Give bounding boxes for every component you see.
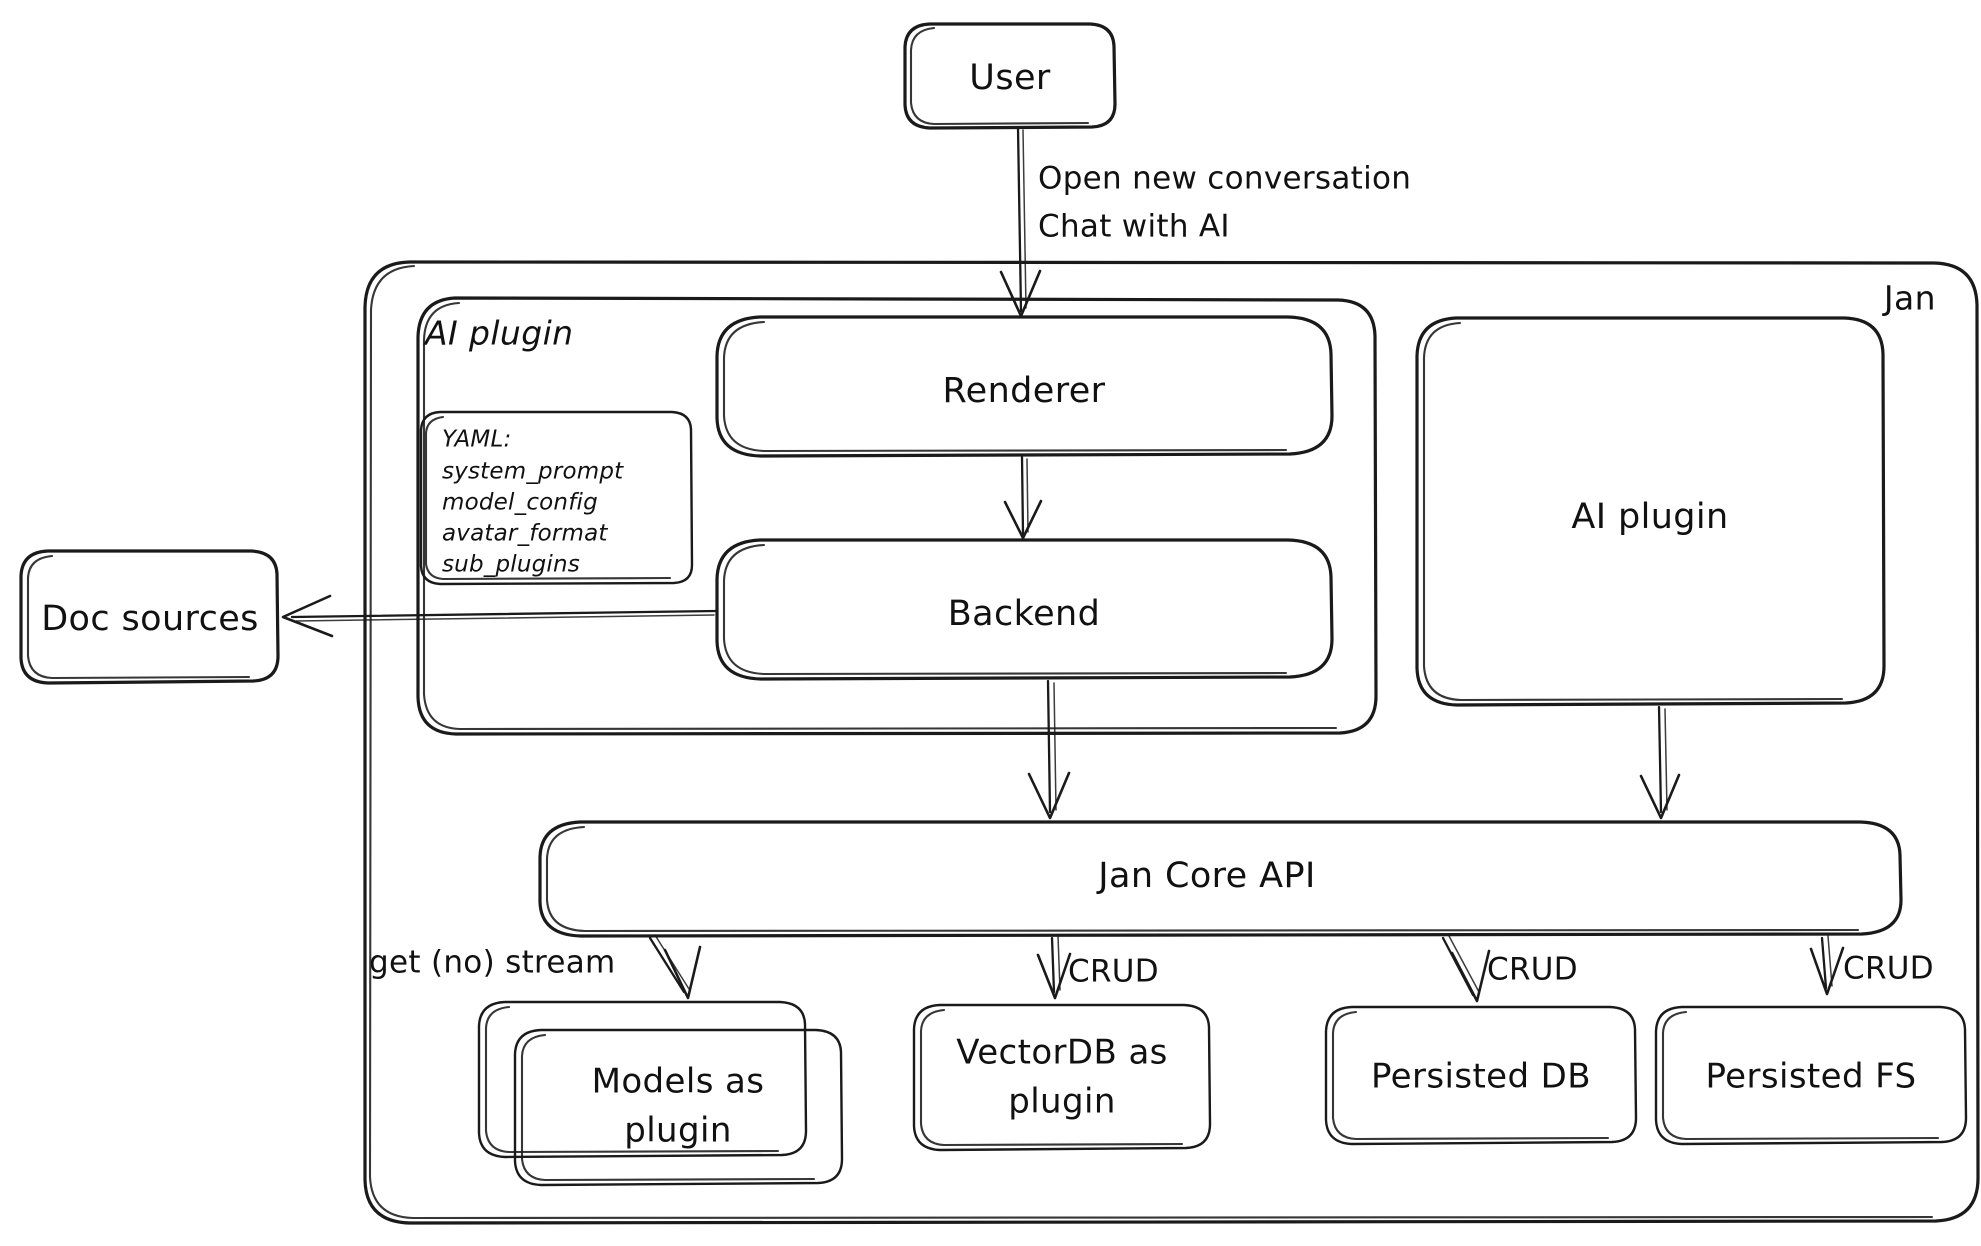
node-user-label: User xyxy=(969,58,1051,98)
container-ai-plugin-group xyxy=(416,296,1378,736)
node-persisted-fs-box[interactable] xyxy=(1654,1005,1968,1146)
node-user-box[interactable] xyxy=(903,22,1117,130)
node-vectordb-label-line2: plugin xyxy=(1008,1082,1116,1122)
node-doc-sources-box[interactable] xyxy=(19,549,280,685)
edge-label-chat-with-ai: Chat with AI xyxy=(1038,209,1230,245)
node-jan-core-api-label: Jan Core API xyxy=(1096,856,1315,896)
edge-label-open-new-conversation: Open new conversation xyxy=(1038,161,1411,197)
edge-label-crud-vectordb: CRUD xyxy=(1068,954,1159,990)
node-persisted-fs-label: Persisted FS xyxy=(1705,1057,1916,1097)
node-models-label-line2: plugin xyxy=(624,1111,732,1151)
node-vectordb-box[interactable] xyxy=(912,1003,1212,1152)
node-ai-plugin-label: AI plugin xyxy=(1571,497,1728,537)
edge-api-to-persisted-db xyxy=(1441,935,1491,1003)
node-models-box[interactable] xyxy=(477,1000,844,1187)
node-backend-box[interactable] xyxy=(715,538,1334,681)
container-ai-plugin-label: AI plugin xyxy=(423,314,573,353)
edge-backend-to-doc-sources xyxy=(281,594,718,638)
yaml-key-sub-plugins: sub_plugins xyxy=(442,552,580,578)
edge-label-get-no-stream: get (no) stream xyxy=(369,945,616,981)
node-models-label-line1: Models as xyxy=(592,1062,765,1102)
edge-api-to-vectordb xyxy=(1036,935,1072,1000)
node-persisted-db-box[interactable] xyxy=(1324,1005,1638,1146)
yaml-key-system-prompt: system_prompt xyxy=(442,459,624,485)
yaml-key-model-config: model_config xyxy=(442,490,598,516)
edge-label-crud-persisted-db: CRUD xyxy=(1487,952,1578,988)
node-persisted-db-label: Persisted DB xyxy=(1371,1057,1591,1097)
node-jan-core-api-box[interactable] xyxy=(538,820,1903,938)
node-ai-plugin-box[interactable] xyxy=(1415,316,1886,707)
node-vectordb-label-line1: VectorDB as xyxy=(956,1033,1168,1073)
edge-user-to-renderer xyxy=(999,126,1042,318)
edge-ai-plugin-to-jan-core-api xyxy=(1639,705,1681,820)
container-jan xyxy=(363,260,1980,1225)
edge-api-to-models xyxy=(648,934,702,1000)
yaml-key-avatar-format: avatar_format xyxy=(442,521,608,547)
node-renderer-box[interactable] xyxy=(715,315,1334,458)
edge-label-crud-persisted-fs: CRUD xyxy=(1843,951,1934,987)
yaml-heading: YAML: xyxy=(442,427,511,453)
edge-api-to-persisted-fs xyxy=(1809,935,1845,996)
edge-backend-to-jan-core-api xyxy=(1027,679,1071,820)
node-backend-label: Backend xyxy=(948,594,1100,634)
node-yaml-card xyxy=(419,410,694,586)
node-doc-sources-label: Doc sources xyxy=(41,599,259,639)
node-renderer-label: Renderer xyxy=(943,371,1106,411)
container-jan-label: Jan xyxy=(1882,279,1936,318)
edge-renderer-to-backend xyxy=(1003,455,1043,540)
